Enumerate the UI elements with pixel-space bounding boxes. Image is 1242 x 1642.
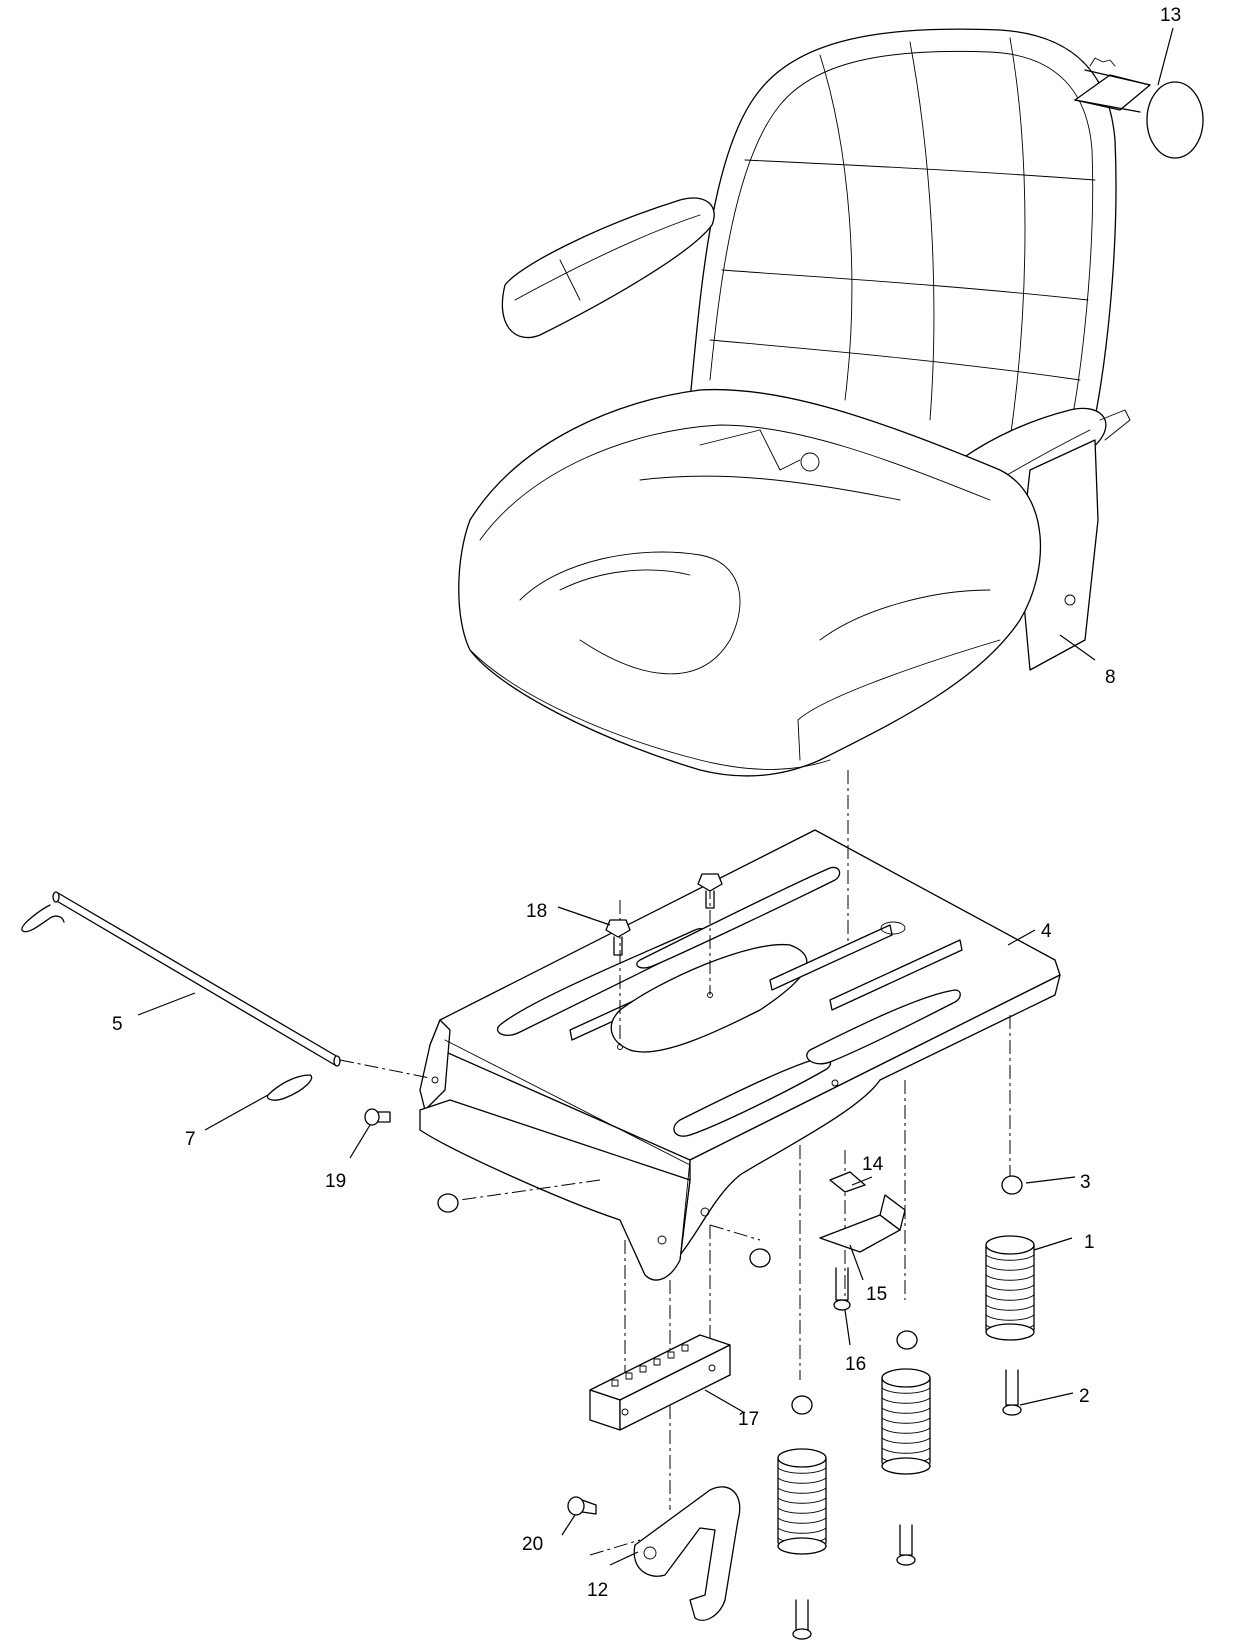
- rod: [54, 892, 339, 1066]
- seat-cushion: [458, 388, 1042, 777]
- seat-backrest: [689, 28, 1117, 471]
- callout-17: 17: [738, 1409, 759, 1430]
- spring-middle: [881, 1368, 931, 1475]
- mounting-plate: [419, 829, 1061, 1281]
- callout-2: 2: [1079, 1386, 1090, 1407]
- callout-4: 4: [1041, 921, 1052, 942]
- leader-lines: [137, 27, 1174, 1566]
- callout-7: 7: [185, 1129, 196, 1150]
- callout-5: 5: [112, 1014, 123, 1035]
- rod-and-pins: [21, 891, 341, 1101]
- callout-16: 16: [845, 1354, 866, 1375]
- plate-left-flange: [419, 1019, 451, 1111]
- seat-left-armrest: [501, 197, 715, 339]
- plate-side-flange: [419, 1099, 691, 1281]
- callout-8: 8: [1105, 667, 1116, 688]
- spring-right: [985, 1235, 1035, 1341]
- plate-front-edge: [679, 974, 1061, 1256]
- callout-labels: 1 2 3 4 5 7 8 12 13 14 15 16 17 18 19 20: [112, 5, 1181, 1601]
- adjustment-rail: [589, 1334, 731, 1431]
- callout-19: 19: [325, 1171, 346, 1192]
- latch-plate: [633, 1486, 741, 1621]
- callout-3: 3: [1080, 1172, 1091, 1193]
- callout-12: 12: [587, 1580, 608, 1601]
- callout-20: 20: [522, 1534, 543, 1555]
- callout-15: 15: [866, 1284, 887, 1305]
- fasteners: [364, 873, 1023, 1640]
- springs: [777, 1235, 1035, 1555]
- callout-1: 1: [1084, 1232, 1095, 1253]
- seat: [458, 28, 1131, 777]
- part-13-handle: [1074, 57, 1204, 159]
- callout-18: 18: [526, 901, 547, 922]
- callout-13: 13: [1160, 5, 1181, 26]
- hair-pin-lower: [266, 1074, 313, 1101]
- hair-pin-top: [21, 904, 65, 933]
- spring-left: [777, 1448, 827, 1555]
- callout-14: 14: [862, 1154, 884, 1175]
